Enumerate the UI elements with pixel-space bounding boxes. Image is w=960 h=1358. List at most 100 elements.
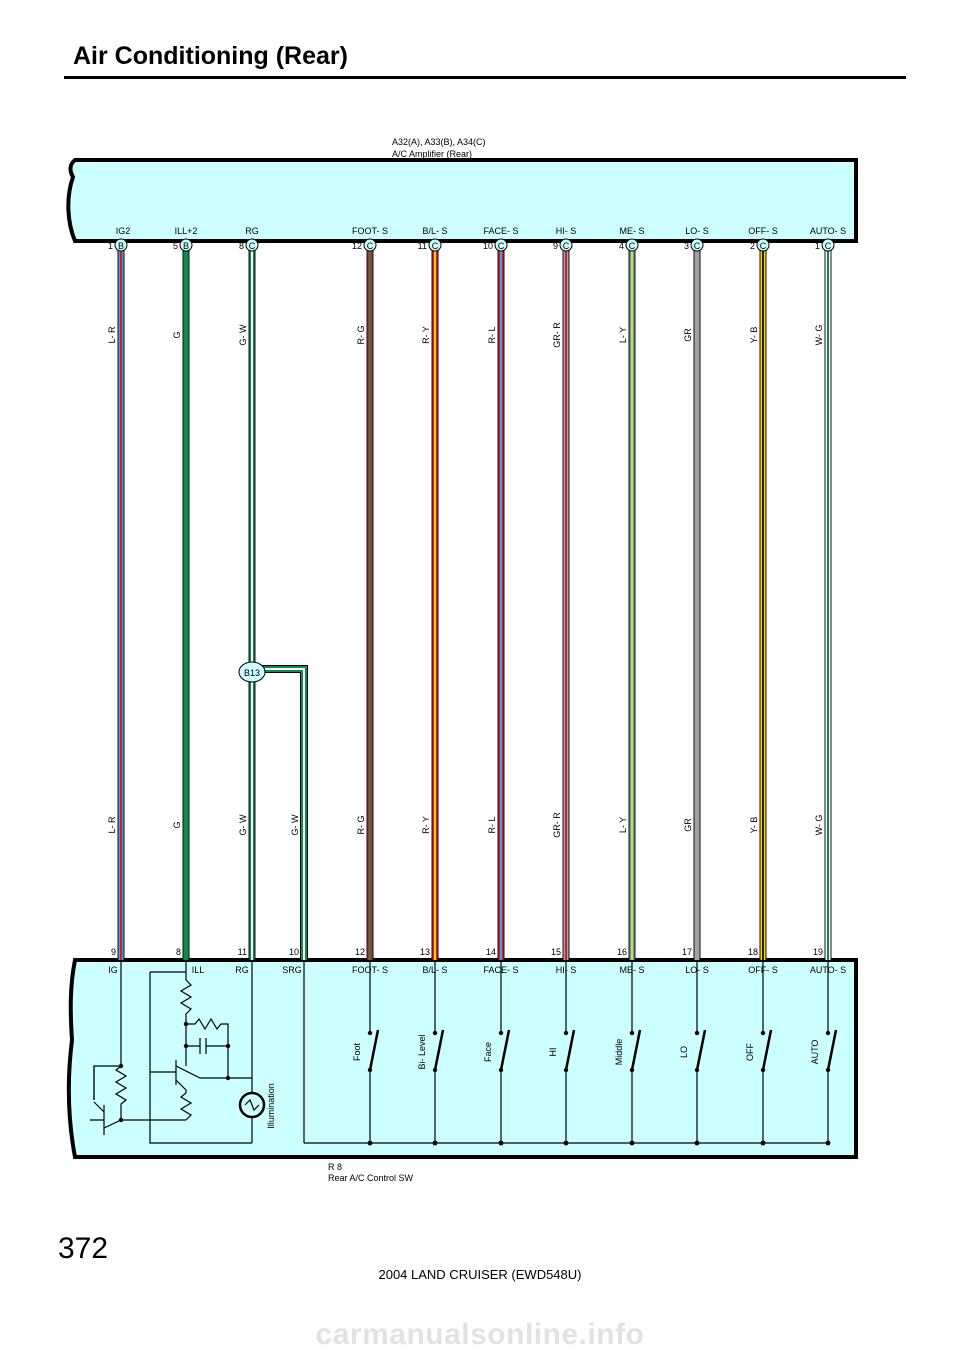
connector-circle bbox=[114, 238, 128, 252]
connector-letter: C bbox=[367, 241, 374, 251]
switch-label: Bi- Level bbox=[417, 1034, 427, 1069]
amp-pin-number: 3 bbox=[684, 241, 689, 251]
wire-code-top: GR- R bbox=[552, 322, 562, 348]
switch-blade bbox=[564, 1029, 576, 1071]
amp-pin-number: 5 bbox=[173, 241, 178, 251]
junction-label: B13 bbox=[244, 668, 260, 678]
switch-blade bbox=[826, 1029, 838, 1071]
illumination-label: Illumination bbox=[266, 1083, 276, 1129]
amp-terminal-label: AUTO- S bbox=[810, 226, 846, 236]
amplifier-id: A32(A), A33(B), A34(C) bbox=[392, 137, 486, 147]
connector-letter: C bbox=[825, 241, 832, 251]
connector-letter: C bbox=[432, 241, 439, 251]
amp-pin-number: 9 bbox=[553, 241, 558, 251]
wire-code-bottom: G- W bbox=[290, 814, 300, 835]
amp-pin-number: 12 bbox=[352, 241, 362, 251]
junction-dot bbox=[225, 1075, 231, 1081]
switch-contact bbox=[760, 1030, 766, 1036]
amp-terminal-label: OFF- S bbox=[748, 226, 778, 236]
wire-code-top: R- G bbox=[356, 326, 366, 345]
title-rule bbox=[64, 76, 906, 79]
sw-pin-number: 18 bbox=[748, 947, 758, 957]
switch-label: Foot bbox=[352, 1042, 362, 1061]
amp-terminal-label: FACE- S bbox=[483, 226, 518, 236]
connector-letter: C bbox=[629, 241, 636, 251]
wire-srg bbox=[262, 666, 307, 960]
ill-resistor bbox=[179, 979, 193, 1024]
wire-code-top: G bbox=[172, 331, 182, 338]
bulb-filament bbox=[244, 1098, 260, 1112]
connector-letter: C bbox=[498, 241, 505, 251]
junction-b13 bbox=[238, 661, 266, 683]
amp-pin-number: 1 bbox=[815, 241, 820, 251]
amplifier-box bbox=[66, 158, 858, 243]
connector-circle bbox=[363, 238, 377, 252]
switch-contact bbox=[563, 1030, 569, 1036]
wire-code-bottom: G- W bbox=[238, 814, 248, 835]
connector-circle bbox=[559, 238, 573, 252]
switch-contact bbox=[367, 1030, 373, 1036]
switch-label: AUTO bbox=[810, 1040, 820, 1065]
wire-code-bottom: GR bbox=[683, 818, 693, 832]
control-sw-box bbox=[66, 958, 858, 1159]
switch-label: Middle bbox=[614, 1039, 624, 1066]
wire-code-top: Y- B bbox=[749, 327, 759, 344]
amp-pin-number: 1 bbox=[108, 241, 113, 251]
connector-letter: C bbox=[760, 241, 767, 251]
amp-pin-number: 10 bbox=[483, 241, 493, 251]
connector-circle bbox=[756, 238, 770, 252]
wire-outline bbox=[262, 665, 308, 960]
internal-circuit: Foot Bi- Level Face HI Middle LO OFF AUTO Illumi… bbox=[90, 960, 838, 1146]
amplifier-name: A/C Amplifier (Rear) bbox=[392, 149, 472, 159]
switch-label: LO bbox=[679, 1046, 689, 1058]
connector-circle bbox=[494, 238, 508, 252]
sw-terminal-label: ILL bbox=[192, 965, 205, 975]
junction-dot bbox=[118, 1063, 124, 1069]
wire-code-bottom: R- G bbox=[356, 816, 366, 835]
sw-pin-number: 12 bbox=[355, 947, 365, 957]
wire-code-top: W- G bbox=[814, 325, 824, 346]
sw-pin-number: 17 bbox=[682, 947, 692, 957]
sw-pin-number: 10 bbox=[289, 947, 299, 957]
wire-stripe bbox=[262, 668, 305, 960]
switch-blade bbox=[761, 1029, 773, 1071]
sw-pin-number: 13 bbox=[420, 947, 430, 957]
page-title: Air Conditioning (Rear) bbox=[73, 42, 348, 70]
connector-circle bbox=[821, 238, 835, 252]
wire-code-top: L- Y bbox=[618, 327, 628, 343]
switch-label: HI bbox=[548, 1048, 558, 1057]
connector-circle bbox=[179, 238, 193, 252]
switch-contact bbox=[825, 1030, 831, 1036]
switch-label: OFF bbox=[745, 1043, 755, 1061]
wire-code-bottom: Y- B bbox=[749, 817, 759, 834]
switch-label: Face bbox=[483, 1042, 493, 1062]
switch-blade bbox=[368, 1029, 380, 1071]
sw-terminal-label: IG bbox=[108, 965, 118, 975]
amp-terminal-label: LO- S bbox=[685, 226, 709, 236]
junction-dot bbox=[225, 1043, 231, 1049]
amp-terminal-label: ME- S bbox=[619, 226, 644, 236]
wire-code-bottom: GR- R bbox=[552, 812, 562, 838]
wire-code-bottom: G bbox=[172, 821, 182, 828]
connector-letter: C bbox=[694, 241, 701, 251]
amp-terminal-label: RG bbox=[245, 226, 259, 236]
switch-blade bbox=[695, 1029, 707, 1071]
ill-resistor-3 bbox=[179, 1092, 193, 1121]
wire-code-top: R- Y bbox=[421, 326, 431, 344]
sw-terminal-label: SRG bbox=[282, 965, 302, 975]
amp-pin-number: 8 bbox=[239, 241, 244, 251]
wire-code-top: R- L bbox=[487, 326, 497, 343]
control-sw-id: R 8 bbox=[328, 1162, 342, 1172]
amp-terminal-label: B/L- S bbox=[422, 226, 447, 236]
control-sw-name: Rear A/C Control SW bbox=[328, 1173, 414, 1183]
sw-pin-number: 15 bbox=[551, 947, 561, 957]
connector-letter: B bbox=[183, 241, 189, 251]
ig-lead bbox=[90, 1066, 104, 1121]
amp-pin-number: 2 bbox=[750, 241, 755, 251]
wire-code-bottom: R- Y bbox=[421, 816, 431, 834]
wire-code-bottom: L- Y bbox=[618, 817, 628, 833]
switch-blade bbox=[630, 1029, 642, 1071]
connector-circle bbox=[625, 238, 639, 252]
